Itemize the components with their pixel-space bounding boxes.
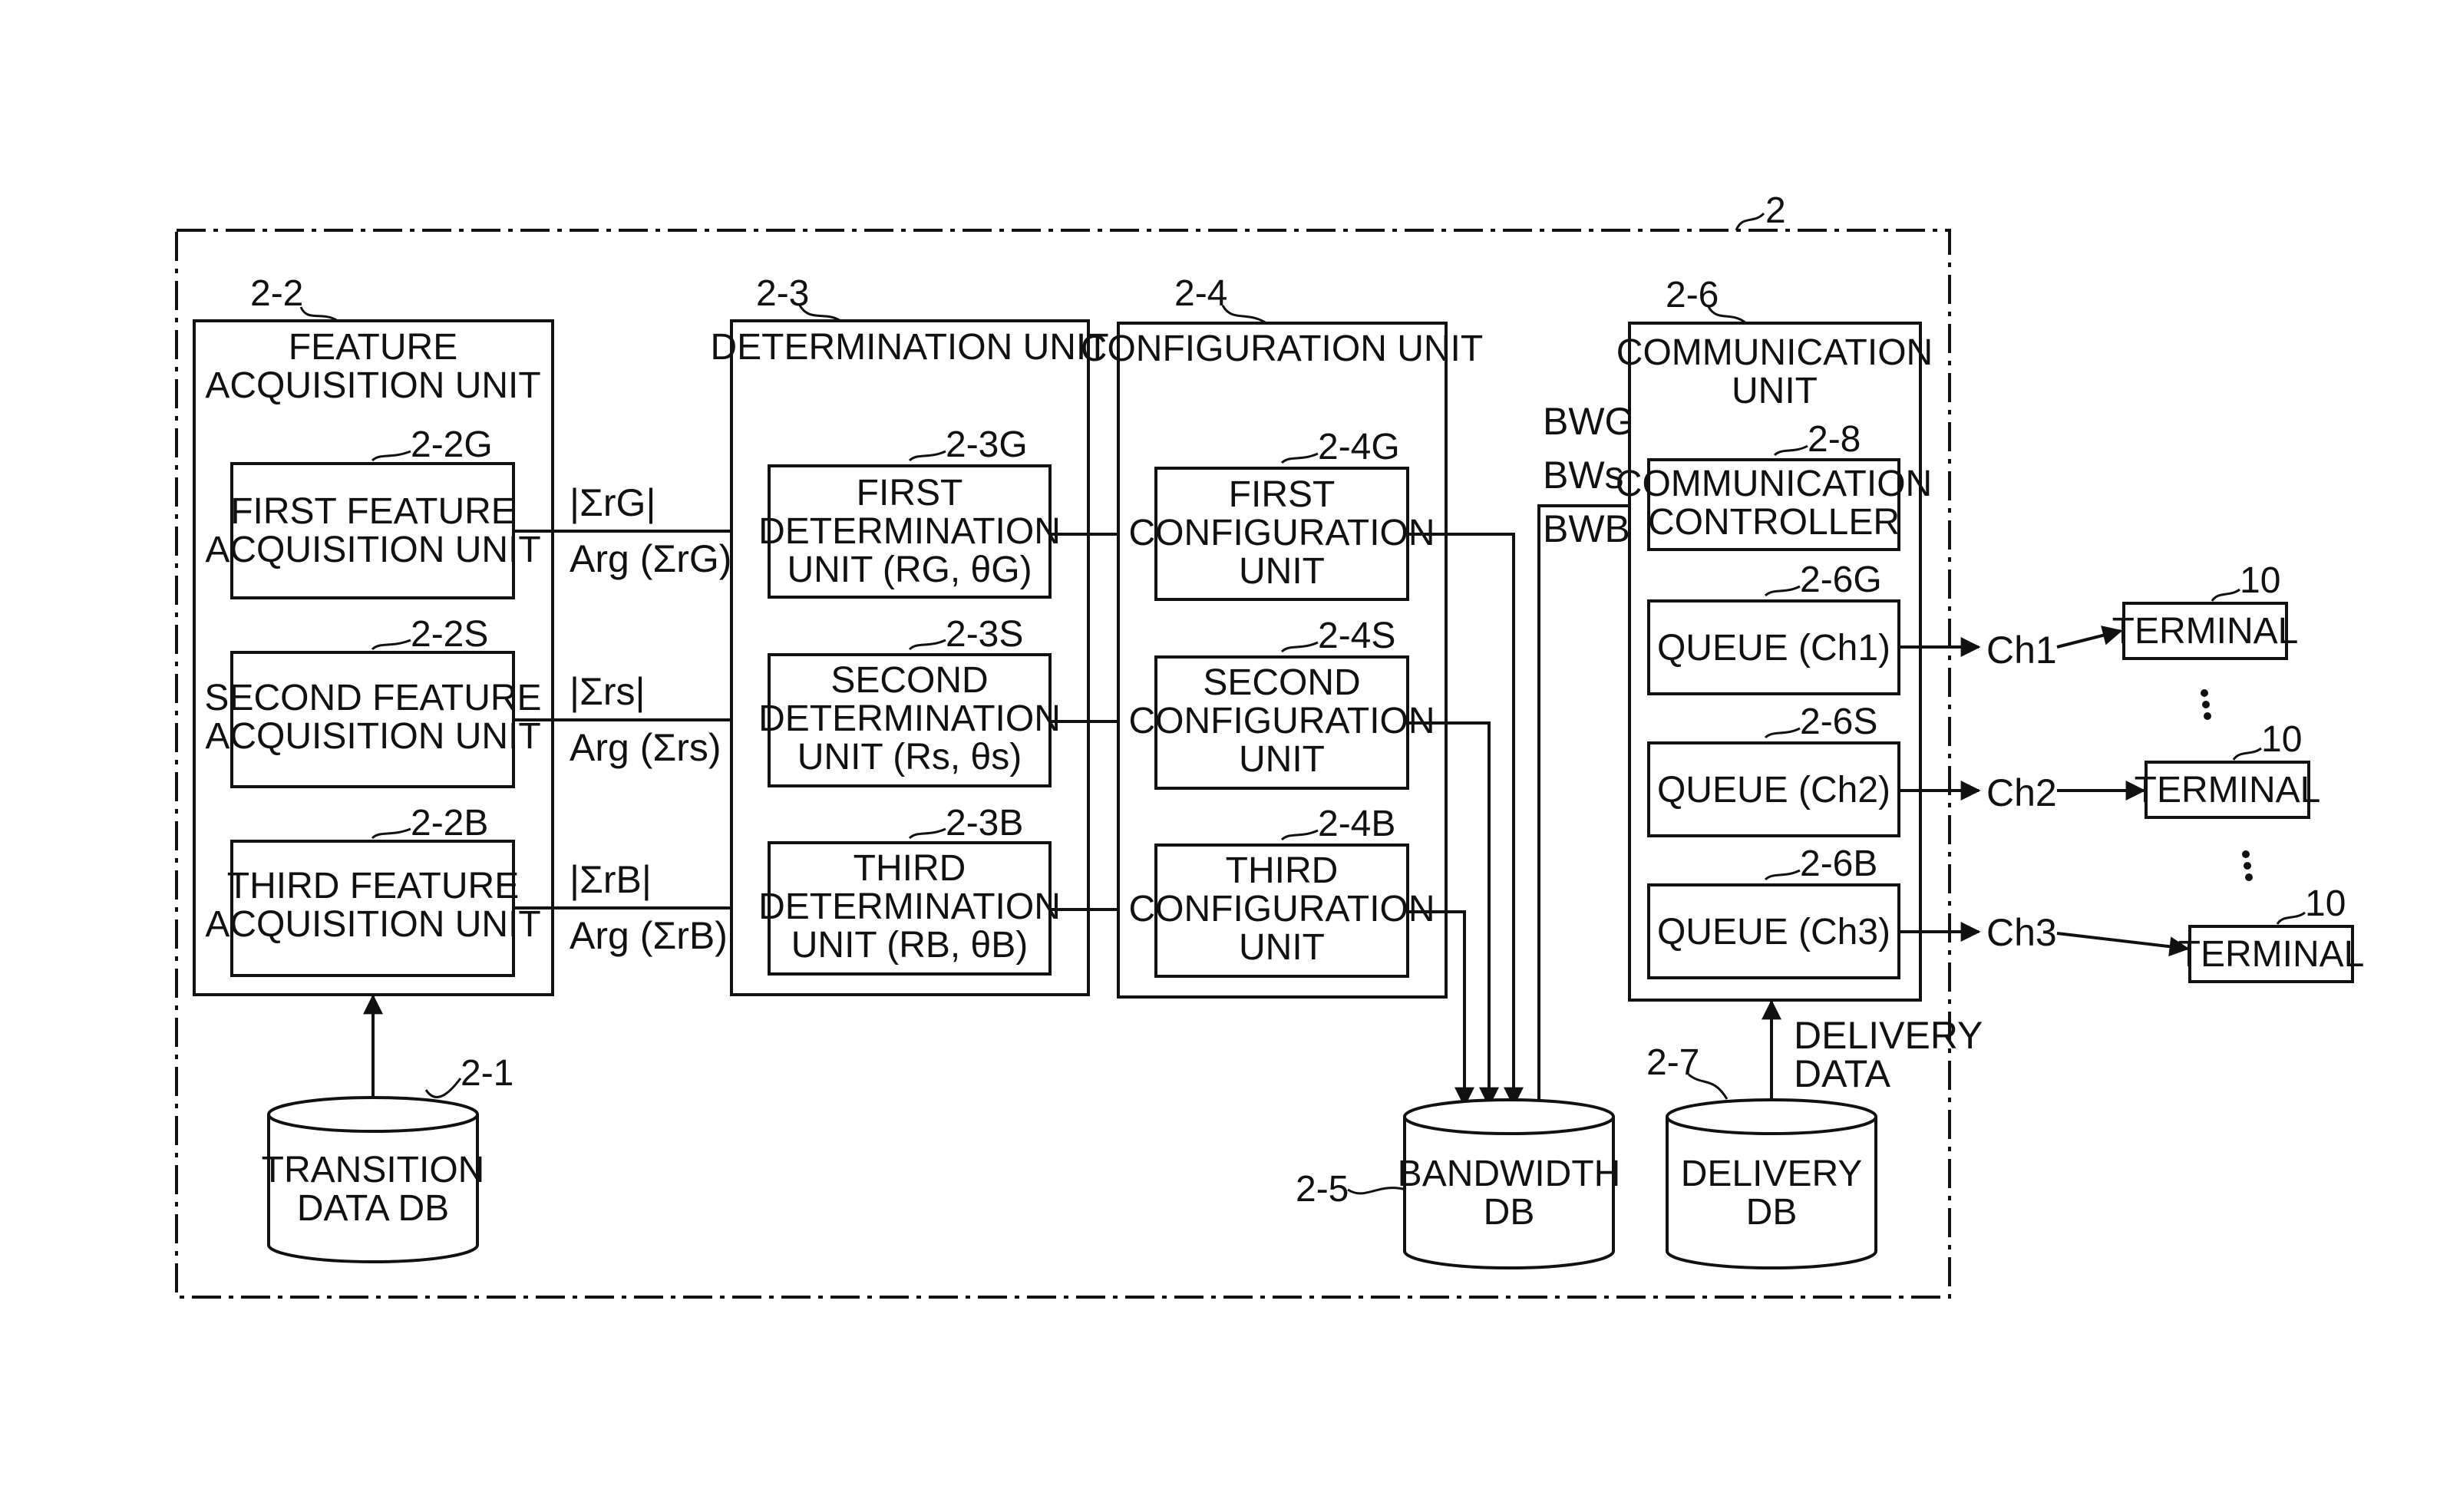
- delivery-db-line-2: DB: [1746, 1192, 1798, 1233]
- queue-ch3-label: QUEUE (Ch3): [1657, 912, 1890, 952]
- first-configuration-ref: 2-4G: [1318, 427, 1400, 467]
- channel-3-label: Ch3: [1986, 911, 2057, 954]
- first-feature-line-2: ACQUISITION UNIT: [205, 530, 540, 570]
- third-determination-line-3: UNIT (RB, θB): [791, 925, 1028, 966]
- first-configuration-line-1: FIRST: [1229, 474, 1336, 515]
- second-configuration-line-2: CONFIGURATION: [1128, 701, 1435, 741]
- delivery-db-ref: 2-7: [1646, 1042, 1699, 1083]
- queue-ch1-label: QUEUE (Ch1): [1657, 628, 1890, 669]
- feature-unit-title-2: ACQUISITION UNIT: [205, 365, 540, 406]
- system-ref: 2: [1736, 190, 1786, 231]
- third-configuration-line-1: THIRD: [1226, 850, 1339, 891]
- signal-g-magnitude: |ΣrG|: [570, 481, 655, 524]
- queue-ch1-ref: 2-6G: [1800, 560, 1882, 600]
- communication-unit: 2-6 COMMUNICATION UNIT 2-8 COMMUNICATION…: [1616, 275, 1933, 1000]
- communication-controller-line-2: CONTROLLER: [1648, 502, 1900, 543]
- terminal-1-label: TERMINAL: [2112, 611, 2299, 652]
- feature-unit-title-1: FEATURE: [289, 327, 457, 368]
- terminal-3-ref: 10: [2305, 883, 2346, 924]
- third-configuration-ref: 2-4B: [1318, 804, 1395, 844]
- first-determination-ref: 2-3G: [946, 424, 1028, 465]
- third-feature-line-1: THIRD FEATURE: [227, 866, 519, 906]
- bw-s-label: BWs: [1543, 454, 1624, 497]
- first-feature-line-1: FIRST FEATURE: [230, 491, 516, 532]
- delivery-data-line-1: DELIVERY: [1794, 1014, 1983, 1057]
- second-configuration-line-3: UNIT: [1239, 739, 1325, 780]
- second-determination-line-3: UNIT (Rs, θs): [797, 737, 1022, 777]
- third-configuration-line-3: UNIT: [1239, 927, 1325, 968]
- first-configuration-line-2: CONFIGURATION: [1128, 513, 1435, 553]
- feature-unit-ref: 2-2: [250, 273, 303, 314]
- third-feature-ref: 2-2B: [411, 803, 488, 843]
- third-configuration-line-2: CONFIGURATION: [1128, 889, 1435, 929]
- second-feature-line-2: ACQUISITION UNIT: [205, 716, 540, 757]
- transition-data-db: 2-1 TRANSITION DATA DB: [262, 1053, 514, 1262]
- third-determination-ref: 2-3B: [946, 803, 1023, 843]
- terminal-2-label: TERMINAL: [2135, 770, 2321, 810]
- first-configuration-line-3: UNIT: [1239, 551, 1325, 592]
- second-configuration-line-1: SECOND: [1203, 662, 1360, 703]
- configuration-unit-ref: 2-4: [1174, 273, 1227, 314]
- terminal-1: 10 TERMINAL: [2112, 560, 2299, 659]
- bw-b-label: BWB: [1543, 507, 1630, 550]
- bandwidth-db: 2-5 BANDWIDTH DB: [1296, 1100, 1620, 1268]
- terminal-2-ref: 10: [2261, 719, 2302, 760]
- feature-acquisition-unit: 2-2 FEATURE ACQUISITION UNIT 2-2G FIRST …: [194, 273, 553, 995]
- queue-ch2-ref: 2-6S: [1800, 702, 1877, 742]
- communication-unit-ref: 2-6: [1666, 275, 1719, 315]
- communication-controller-ref: 2-8: [1808, 419, 1861, 460]
- terminal-3: 10 TERMINAL: [2178, 883, 2365, 982]
- determination-unit-ref: 2-3: [756, 273, 809, 314]
- second-determination-line-2: DETERMINATION: [758, 698, 1061, 739]
- bandwidth-db-line-1: BANDWIDTH: [1398, 1154, 1621, 1194]
- signal-b-argument: Arg (ΣrB): [570, 914, 728, 957]
- signal-b-magnitude: |ΣrB|: [570, 858, 652, 901]
- third-feature-line-2: ACQUISITION UNIT: [205, 904, 540, 945]
- second-configuration-ref: 2-4S: [1318, 616, 1395, 656]
- communication-controller-line-1: COMMUNICATION: [1616, 464, 1932, 504]
- configuration-unit-title: CONFIGURATION UNIT: [1081, 328, 1483, 369]
- terminal-1-ref: 10: [2240, 560, 2280, 601]
- determination-unit: 2-3 DETERMINATION UNIT 2-3G FIRST DETERM…: [710, 273, 1108, 995]
- first-determination-line-1: FIRST: [857, 473, 963, 513]
- bandwidth-db-line-2: DB: [1484, 1192, 1535, 1233]
- first-feature-ref: 2-2G: [411, 424, 493, 465]
- second-determination-line-1: SECOND: [830, 660, 988, 701]
- transition-db-ref: 2-1: [461, 1053, 513, 1094]
- transition-db-line-1: TRANSITION: [262, 1150, 485, 1190]
- transition-db-line-2: DATA DB: [297, 1188, 449, 1229]
- system-ref-label: 2: [1765, 190, 1786, 231]
- queue-ch2-label: QUEUE (Ch2): [1657, 770, 1890, 810]
- communication-unit-title-1: COMMUNICATION: [1616, 332, 1933, 373]
- channel-2-label: Ch2: [1986, 771, 2057, 814]
- terminal-2: 10 TERMINAL: [2135, 719, 2321, 817]
- second-feature-ref: 2-2S: [411, 614, 488, 655]
- first-determination-line-3: UNIT (RG, θG): [787, 550, 1032, 590]
- delivery-data-flow: DELIVERY DATA: [1771, 1002, 1983, 1099]
- second-determination-ref: 2-3S: [946, 614, 1023, 655]
- signal-s-magnitude: |Σrs|: [570, 670, 646, 713]
- channel-1-label: Ch1: [1986, 629, 2057, 672]
- third-determination-line-1: THIRD: [854, 848, 966, 889]
- first-determination-line-2: DETERMINATION: [758, 511, 1061, 552]
- configuration-unit: 2-4 CONFIGURATION UNIT 2-4G FIRST CONFIG…: [1081, 273, 1483, 997]
- communication-unit-title-2: UNIT: [1732, 371, 1818, 411]
- delivery-db-line-1: DELIVERY: [1681, 1154, 1863, 1194]
- delivery-data-line-2: DATA: [1794, 1052, 1891, 1095]
- signal-g-argument: Arg (ΣrG): [570, 537, 731, 580]
- second-feature-line-1: SECOND FEATURE: [204, 678, 541, 718]
- third-determination-line-2: DETERMINATION: [758, 886, 1061, 927]
- signal-s-argument: Arg (Σrs): [570, 726, 721, 769]
- determination-unit-title: DETERMINATION UNIT: [710, 327, 1108, 368]
- terminal-3-label: TERMINAL: [2178, 934, 2365, 975]
- bw-g-label: BWG: [1543, 400, 1634, 443]
- queue-ch3-ref: 2-6B: [1800, 843, 1877, 884]
- bandwidth-db-ref: 2-5: [1296, 1169, 1349, 1210]
